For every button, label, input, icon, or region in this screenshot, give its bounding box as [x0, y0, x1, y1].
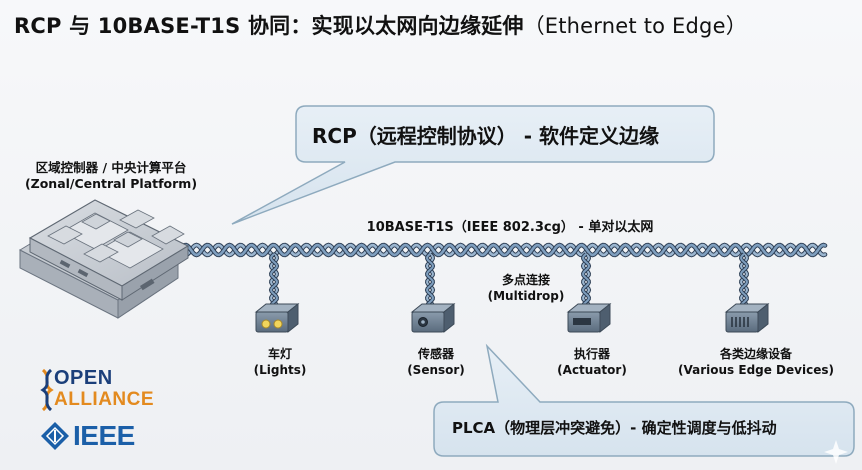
device-label-actuator: 执行器 (Actuator): [542, 346, 642, 378]
edge-device-icon: [724, 302, 770, 334]
open-alliance-line2: ALLIANCE: [54, 389, 155, 410]
device-label-lights: 车灯 (Lights): [230, 346, 330, 378]
device-label-lights-en: (Lights): [253, 363, 307, 377]
lights-icon: [254, 302, 300, 334]
open-alliance-mark-icon: [40, 368, 54, 412]
device-label-actuator-en: (Actuator): [557, 363, 627, 377]
cable-drop-4: [739, 253, 749, 306]
cable-drops: [268, 252, 750, 307]
platform-label-en: (Zonal/Central Platform): [24, 176, 198, 191]
cable-drop-1: [269, 253, 279, 306]
ieee-logo: IEEE: [40, 420, 135, 452]
actuator-icon: [566, 302, 612, 334]
plca-bubble-text: PLCA（物理层冲突避免）- 确定性调度与低抖动: [452, 419, 777, 437]
device-label-sensor-en: (Sensor): [407, 363, 465, 377]
cable-drop-3: [581, 253, 591, 306]
rcp-bubble: [231, 105, 715, 225]
device-label-lights-zh: 车灯: [267, 347, 292, 361]
multidrop-label-en: (Multidrop): [487, 289, 565, 303]
device-label-edge-en: (Various Edge Devices): [678, 363, 834, 377]
platform-label-zh: 区域控制器 / 中央计算平台: [35, 160, 187, 175]
title-english: （Ethernet to Edge）: [523, 14, 747, 38]
bus-label: 10BASE-T1S（IEEE 802.3cg） - 单对以太网: [366, 220, 654, 235]
ieee-text: IEEE: [73, 420, 135, 451]
open-alliance-logo: OPEN ALLIANCE: [40, 366, 155, 412]
plca-bubble: [433, 343, 855, 457]
ieee-diamond-icon: [41, 422, 69, 450]
device-label-sensor-zh: 传感器: [417, 347, 454, 361]
device-label-actuator-zh: 执行器: [573, 347, 610, 361]
cable-drop-2: [425, 253, 435, 306]
title-main: RCP 与 10BASE-T1S 协同：实现以太网向边缘延伸: [14, 14, 524, 38]
multidrop-label: 多点连接 (Multidrop): [476, 272, 576, 304]
twisted-pair-cable: [177, 242, 828, 258]
zonal-platform-icon: [18, 199, 190, 319]
device-label-edge-zh: 各类边缘设备: [719, 347, 792, 361]
sparkle-icon: [824, 440, 848, 464]
multidrop-label-zh: 多点连接: [501, 273, 550, 287]
sensor-icon: [410, 302, 456, 334]
device-label-sensor: 传感器 (Sensor): [386, 346, 486, 378]
rcp-bubble-text: RCP（远程控制协议） - 软件定义边缘: [312, 124, 659, 148]
open-alliance-line1: OPEN: [54, 366, 113, 389]
page-title: RCP 与 10BASE-T1S 协同：实现以太网向边缘延伸（Ethernet …: [14, 10, 854, 40]
platform-label: 区域控制器 / 中央计算平台 (Zonal/Central Platform): [6, 160, 216, 192]
device-label-edge: 各类边缘设备 (Various Edge Devices): [676, 346, 836, 378]
